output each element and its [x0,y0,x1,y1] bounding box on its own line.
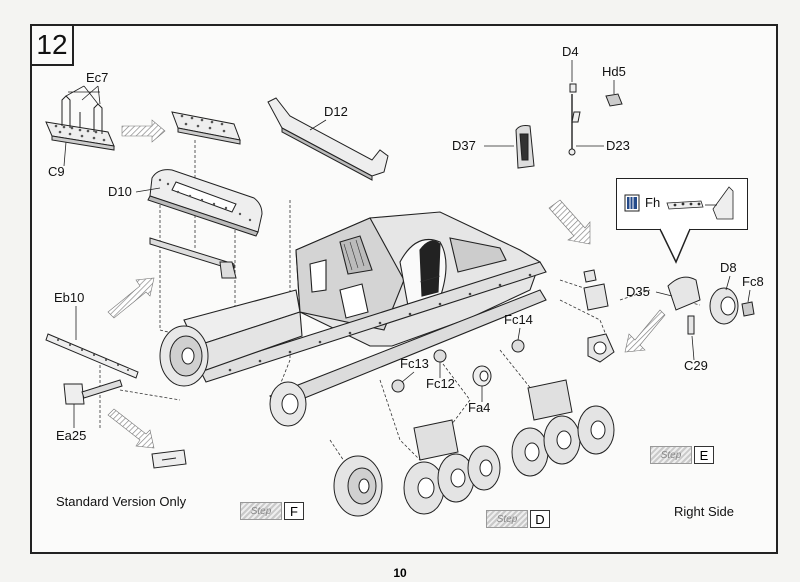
front-sprocket [333,455,383,517]
step-ref-e-word: Step [650,446,692,464]
direction-arrows [107,119,666,449]
label-ec7: Ec7 [86,70,108,85]
label-ticks [63,60,751,428]
label-d23: D23 [606,138,630,153]
part-d4-assembly [515,83,623,169]
part-top-plate [171,111,241,145]
label-fc13: Fc13 [400,356,429,371]
step-ref-d-letter: D [530,510,550,528]
part-d10-fender [147,169,263,237]
label-fc14: Fc14 [504,312,533,327]
part-d8-assembly [667,276,755,335]
fh-callout: Fh [616,178,748,230]
label-hd5: Hd5 [602,64,626,79]
label-d10: D10 [108,184,132,199]
step-ref-f-word: Step [240,502,282,520]
hull [183,211,547,409]
suspension-bogies [403,379,615,515]
step-ref-e-letter: E [694,446,714,464]
idler-wheel [269,381,307,427]
step-ref-d: Step D [486,510,550,528]
step-ref-e: Step E [650,446,714,464]
label-eb10: Eb10 [54,290,84,305]
label-d4: D4 [562,44,579,59]
label-fh: Fh [645,195,661,210]
label-d35: D35 [626,284,650,299]
part-rail [149,237,237,279]
label-fc8: Fc8 [742,274,764,289]
part-d12-rail [267,97,389,181]
page-number: 10 [393,566,407,580]
small-bushings [391,339,525,393]
step-ref-f-letter: F [284,502,304,520]
label-ea25: Ea25 [56,428,86,443]
part-lower-bracket [151,449,187,469]
part-labels: Ec7 C9 D10 D12 D4 Hd5 D37 D23 D8 Fc8 D35… [48,44,764,443]
standard-version-note: Standard Version Only [56,494,187,509]
drive-sprocket [159,325,209,387]
label-d8: D8 [720,260,737,275]
part-ea25-bracket [63,379,123,405]
step-number: 12 [32,26,74,66]
label-fa4: Fa4 [468,400,490,415]
part-right-fixtures [583,269,615,363]
label-c9: C9 [48,164,65,179]
part-eb10-rail [45,333,139,379]
step-ref-f: Step F [240,502,304,520]
step-ref-d-word: Step [486,510,528,528]
label-c29: C29 [684,358,708,373]
label-d12: D12 [324,104,348,119]
label-d37: D37 [452,138,476,153]
part-c9-plate [45,85,115,151]
right-side-note: Right Side [674,504,734,519]
fh-callout-art [624,186,734,220]
label-fc12: Fc12 [426,376,455,391]
